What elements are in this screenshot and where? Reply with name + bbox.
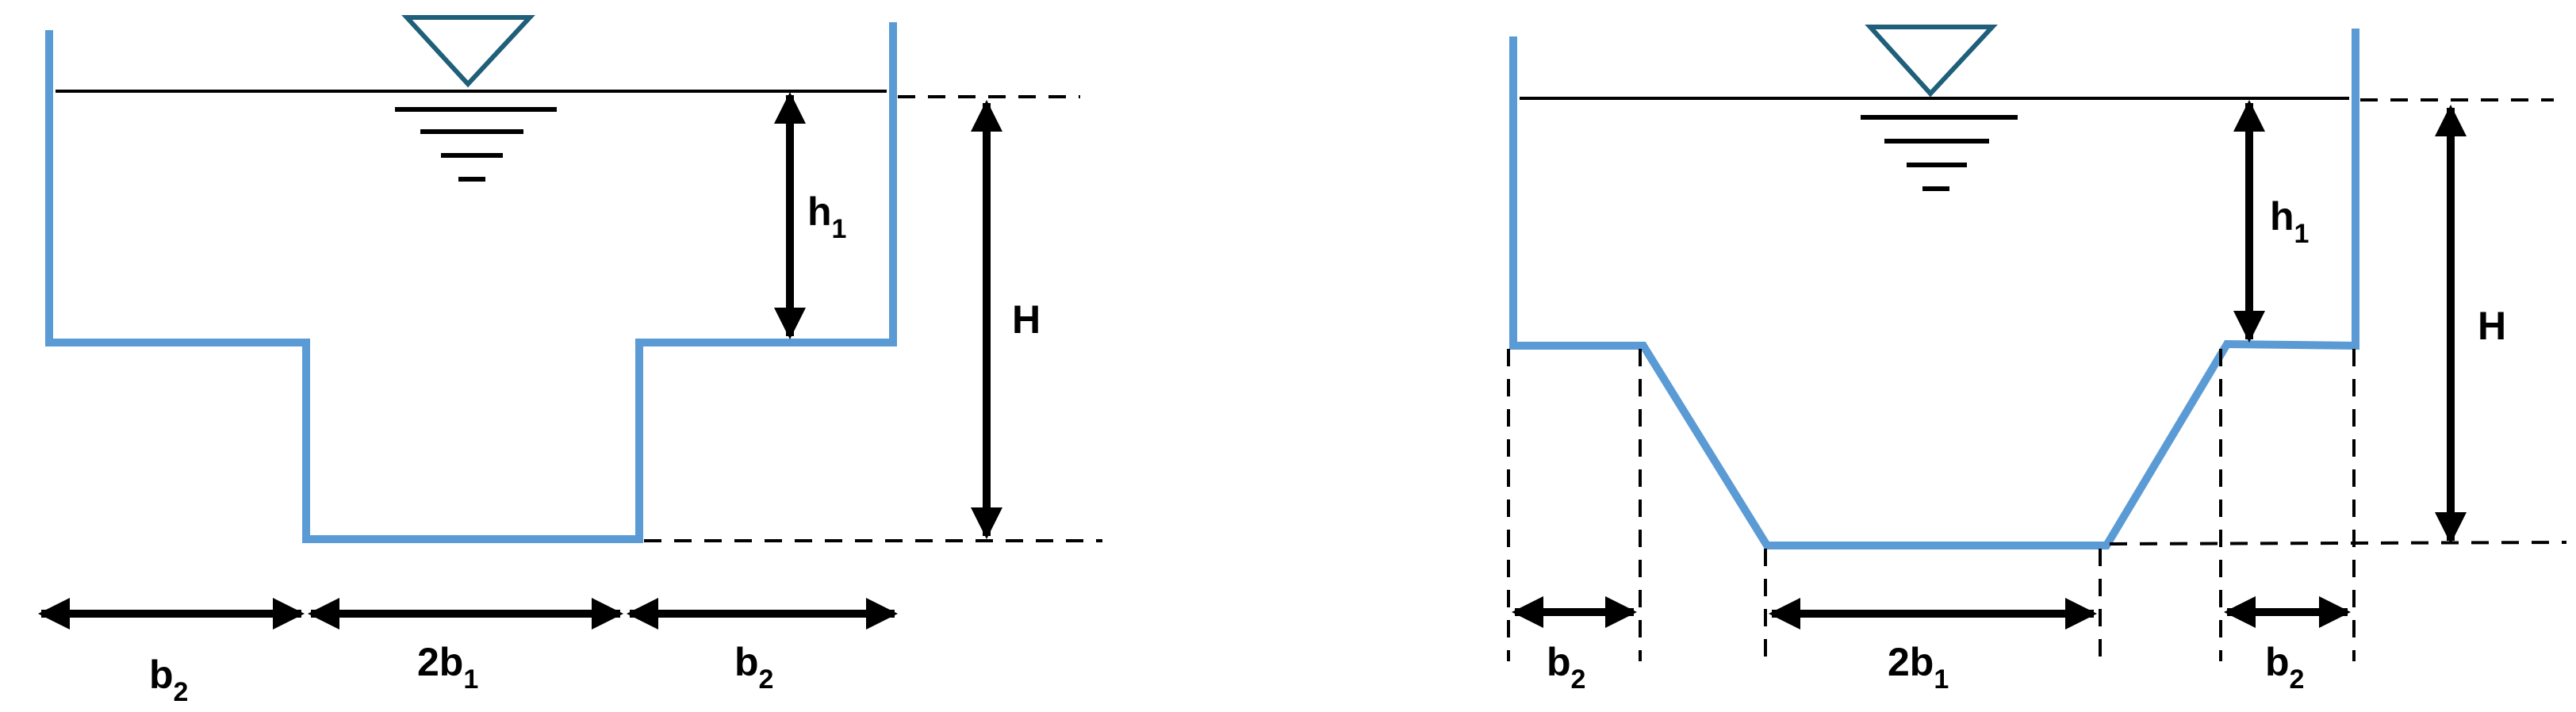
right-compound-trapezoidal-channel: h1 H b2 2b1 b2 [1507,25,2567,695]
right-h1-label: h1 [2270,194,2309,249]
left-2b1-label: 2b1 [417,640,478,695]
left-b2-left-label: b2 [149,653,188,707]
left-b2-right-label: b2 [734,640,773,695]
left-H-label: H [1012,297,1041,342]
right-2b1-label: 2b1 [1888,640,1949,695]
right-bottom-dashed-extension [2109,541,2567,545]
left-h1-label: h1 [807,189,846,244]
right-b2-left-label: b2 [1547,640,1585,695]
right-H-label: H [2478,304,2506,348]
left-water-level-icon [395,15,557,182]
right-b2-right-label: b2 [2265,640,2304,695]
right-channel-outline [1509,29,2359,549]
right-vertical-dashed-guides [1507,349,2356,661]
right-water-level-icon [1861,25,2018,191]
left-channel-outline [45,22,897,543]
left-compound-rectangular-channel: h1 H b2 2b1 b2 [38,15,1102,707]
